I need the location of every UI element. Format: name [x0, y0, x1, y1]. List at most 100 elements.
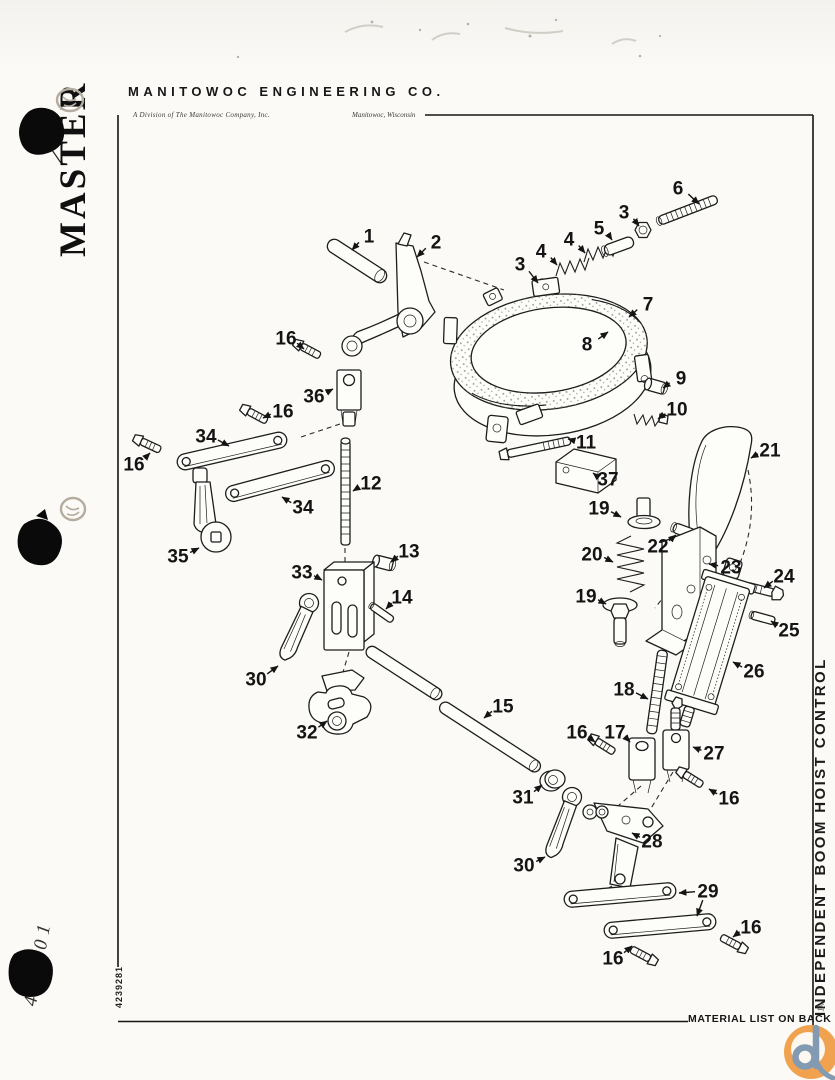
part-clevis-17 — [628, 737, 656, 794]
callout-number-16: 16 — [566, 723, 587, 744]
callout-leader — [628, 309, 638, 318]
callout-leader — [592, 472, 602, 481]
part-link-29b — [602, 912, 718, 940]
part-bracket-37 — [555, 448, 617, 494]
callout-number-37: 37 — [597, 470, 618, 491]
callout-leader — [586, 734, 596, 743]
callout-number-16: 16 — [740, 918, 761, 939]
master-stamp: MASTER — [53, 80, 94, 257]
callout-number-35: 35 — [167, 547, 189, 568]
callout-leader — [678, 888, 696, 896]
callout-number-11: 11 — [576, 433, 597, 454]
callout-number-24: 24 — [773, 567, 795, 588]
callout-leader — [623, 945, 633, 954]
callout-number-16: 16 — [602, 949, 623, 970]
callout-number-30: 30 — [245, 670, 266, 691]
part-handle-30b — [545, 786, 583, 859]
part-threaded-rod-6 — [655, 195, 719, 226]
band-lining-surface — [450, 293, 648, 411]
callout-leader — [217, 439, 230, 447]
callout-leader — [483, 710, 493, 719]
callout-leader — [313, 573, 323, 581]
part-link-34a — [174, 429, 290, 473]
part-spring-seat-19-lower — [602, 597, 638, 647]
callout-number-29: 29 — [697, 882, 718, 903]
callout-number-25: 25 — [778, 621, 800, 642]
callout-leader — [692, 746, 702, 753]
callout-leader — [631, 217, 640, 227]
callout-number-32: 32 — [296, 723, 317, 744]
material-list-note: MATERIAL LIST ON BACK — [688, 1013, 832, 1025]
callout-leader — [533, 784, 543, 793]
callout-number-16: 16 — [272, 402, 293, 423]
callout-number-3: 3 — [619, 203, 630, 224]
part-rod-15b — [438, 701, 542, 773]
part-cylinder-26 — [664, 557, 756, 728]
callout-leader — [668, 534, 677, 543]
part-rod-15a — [365, 645, 443, 701]
callout-leader — [317, 720, 328, 729]
part-link-34b — [223, 458, 337, 504]
callout-leader — [597, 597, 607, 605]
part-spring-seat-19-upper — [627, 497, 661, 530]
callout-leader — [549, 257, 558, 266]
callout-leader — [687, 193, 700, 205]
part-bolt-16b — [237, 401, 271, 427]
part-clevis-36 — [336, 369, 362, 427]
part-spacer-13 — [370, 553, 398, 573]
callout-number-17: 17 — [604, 723, 625, 744]
callout-number-26: 26 — [743, 662, 764, 683]
callout-leader — [324, 388, 334, 396]
callout-leader — [635, 692, 649, 700]
callout-number-3: 3 — [515, 255, 526, 276]
callout-leader — [266, 665, 279, 675]
part-lever-35 — [192, 467, 232, 553]
part-threaded-rod-18 — [646, 649, 668, 735]
part-bellcrank-28 — [582, 802, 664, 889]
callout-leader — [622, 734, 631, 743]
callout-number-33: 33 — [291, 563, 312, 584]
callout-leader — [603, 555, 614, 563]
part-threaded-rod-12 — [340, 437, 351, 546]
callout-leader — [352, 483, 362, 492]
company-division: A Division of The Manitowoc Company, Inc… — [133, 111, 270, 119]
callout-number-8: 8 — [582, 335, 593, 356]
callout-leader — [189, 547, 200, 555]
callout-leader — [657, 411, 667, 420]
part-lever-2 — [341, 232, 436, 357]
callout-number-12: 12 — [360, 474, 381, 495]
company-location: Manitowoc, Wisconsin — [352, 111, 416, 119]
callout-leader — [351, 241, 360, 251]
callout-number-34: 34 — [195, 427, 217, 448]
callout-leader — [732, 929, 742, 938]
callout-leader — [610, 510, 622, 518]
callout-number-16: 16 — [275, 329, 296, 350]
callout-number-5: 5 — [594, 219, 605, 240]
drawing-number: 4239281 — [114, 965, 124, 1008]
callout-leader — [708, 788, 718, 796]
callout-leader — [604, 231, 613, 241]
callout-number-16: 16 — [123, 455, 144, 476]
callout-number-23: 23 — [720, 558, 741, 579]
callout-leader — [763, 580, 774, 589]
part-bolt-16e — [673, 764, 706, 791]
callout-number-18: 18 — [613, 680, 634, 701]
callout-leader — [296, 341, 305, 350]
part-pin-5 — [601, 236, 635, 257]
callout-number-6: 6 — [673, 179, 684, 200]
callout-leader — [416, 247, 427, 258]
drawing-title-vertical: INDEPENDENT BOOM HOIST CONTROL — [812, 657, 829, 1016]
callout-number-19: 19 — [575, 587, 596, 608]
callout-number-21: 21 — [759, 441, 781, 462]
part-cam-32 — [308, 669, 372, 735]
callout-number-16: 16 — [718, 789, 739, 810]
part-handle-30a — [279, 592, 320, 661]
callout-number-27: 27 — [703, 744, 724, 765]
callout-number-4: 4 — [564, 230, 575, 251]
part-spring-4a — [555, 257, 590, 277]
callout-leader — [770, 620, 780, 629]
callout-number-14: 14 — [391, 588, 413, 609]
